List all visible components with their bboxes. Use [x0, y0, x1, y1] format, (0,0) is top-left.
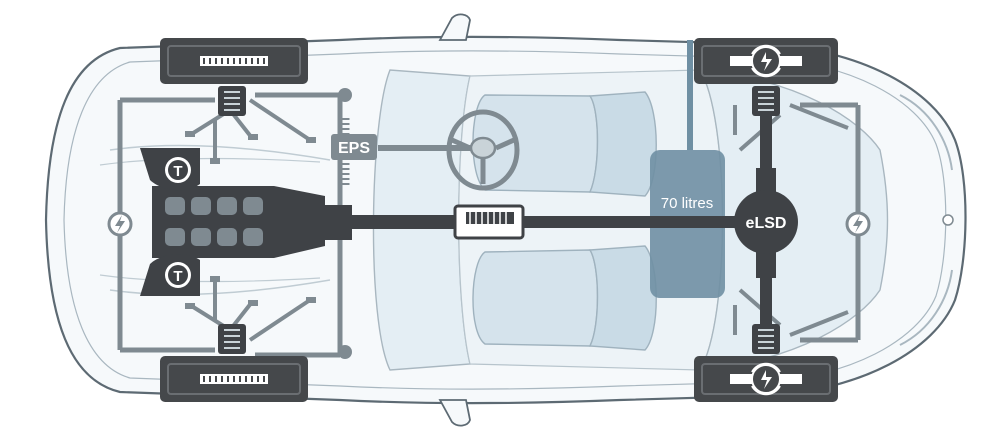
eps-label: EPS — [338, 140, 370, 157]
tail-light-bottom — [899, 269, 953, 346]
turbo-left-label: T — [173, 163, 182, 180]
mirror-right — [438, 399, 471, 427]
transmission — [453, 204, 525, 240]
fuel-tank-label: 70 litres — [661, 195, 714, 212]
bus-node-bottom — [338, 345, 352, 359]
steering-wheel — [446, 109, 520, 191]
front-link-ends — [185, 131, 316, 309]
lightning-bolt-icon — [107, 211, 133, 237]
turbo-left — [140, 148, 200, 191]
hood-line-top — [109, 144, 331, 161]
eps-badge — [331, 134, 377, 160]
hood-line-bottom — [109, 279, 331, 296]
wheel-front-left — [160, 38, 308, 84]
front-damper-top — [218, 86, 246, 116]
wheel-front-right — [160, 356, 308, 402]
rear-damper-bottom — [752, 324, 780, 354]
front-damper-bottom — [218, 324, 246, 354]
seat-right — [472, 245, 657, 351]
turbo-right-label: T — [173, 268, 182, 285]
bus-node-top — [338, 88, 352, 102]
lightning-bolt-icon — [845, 211, 871, 237]
rotation-arrows-icon — [751, 362, 781, 396]
elsd-differential — [734, 190, 798, 254]
elsd-label: eLSD — [746, 215, 787, 232]
turbo-right — [140, 254, 200, 296]
tail-light-top — [899, 94, 953, 171]
rear-sensor — [942, 214, 954, 226]
engine-cylinders — [165, 197, 263, 246]
rear-axle-housing-bottom — [756, 248, 776, 278]
mirror-left — [438, 13, 471, 41]
rear-damper-top — [752, 86, 780, 116]
rotation-arrows-icon — [751, 44, 781, 78]
